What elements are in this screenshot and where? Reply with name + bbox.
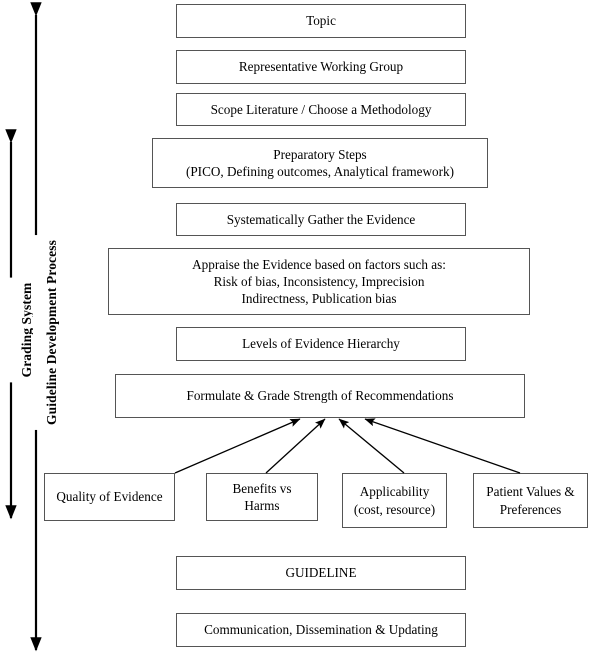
axis-label-gap — [8, 277, 14, 383]
box-label-line: Appraise the Evidence based on factors s… — [192, 256, 446, 272]
box-label-line: Levels of Evidence Hierarchy — [242, 336, 400, 352]
box-preparatory-steps: Preparatory Steps (PICO, Defining outcome… — [152, 138, 488, 188]
arrow-lines — [174, 418, 521, 474]
box-benefits-vs-harms: Benefits vs Harms — [206, 473, 318, 521]
box-label-line: Quality of Evidence — [56, 489, 163, 505]
box-label: Benefits vs Harms — [207, 480, 317, 514]
box-topic: Topic — [176, 4, 466, 38]
box-label: Scope Literature / Choose a Methodology — [177, 101, 465, 118]
box-label: Levels of Evidence Hierarchy — [177, 335, 465, 352]
box-label-line: Formulate & Grade Strength of Recommenda… — [186, 388, 454, 404]
box-label: Patient Values &Preferences — [474, 483, 587, 517]
box-label-line: Communication, Dissemination & Updating — [204, 622, 438, 638]
box-formulate-grade: Formulate & Grade Strength of Recommenda… — [115, 374, 525, 418]
box-levels-of-evidence: Levels of Evidence Hierarchy — [176, 327, 466, 361]
box-label: Appraise the Evidence based on factors s… — [109, 256, 529, 307]
axis-label-guideline-development-process: Guideline Development Process — [44, 240, 59, 425]
box-label-line: Harms — [244, 498, 280, 513]
box-label: Systematically Gather the Evidence — [177, 211, 465, 228]
box-label-line: (cost, resource) — [353, 501, 436, 517]
box-label: Representative Working Group — [177, 58, 465, 75]
box-label-line: Representative Working Group — [238, 59, 404, 75]
box-label: Formulate & Grade Strength of Recommenda… — [116, 387, 524, 404]
box-label-line: (PICO, Defining outcomes, Analytical fra… — [185, 164, 455, 179]
box-label: Communication, Dissemination & Updating — [177, 621, 465, 638]
box-scope-literature: Scope Literature / Choose a Methodology — [176, 93, 466, 126]
box-label-line: Topic — [306, 13, 336, 29]
box-applicability: Applicability(cost, resource) — [342, 473, 447, 528]
box-quality-of-evidence: Quality of Evidence — [44, 473, 175, 521]
box-patient-values: Patient Values &Preferences — [473, 473, 588, 528]
box-label: Quality of Evidence — [45, 488, 174, 505]
box-label-line: Indirectness, Publication bias — [241, 291, 397, 307]
box-label-line: Preparatory Steps — [273, 146, 367, 162]
box-label-line: Risk of bias, Inconsistency, Imprecision — [213, 273, 425, 289]
box-gather-evidence: Systematically Gather the Evidence — [176, 203, 466, 236]
arrow-quality-to-formulate — [174, 418, 301, 474]
box-label-line: Preferences — [499, 501, 562, 517]
box-label-line: Patient Values & — [486, 484, 575, 500]
arrow-benefits-to-formulate — [265, 418, 326, 474]
box-label: Topic — [177, 12, 465, 29]
arrow-values-to-formulate — [364, 418, 521, 474]
box-label-line: Benefits vs — [232, 480, 292, 496]
box-communication: Communication, Dissemination & Updating — [176, 613, 466, 647]
box-label-line: GUIDELINE — [285, 565, 357, 581]
box-label: Applicability(cost, resource) — [343, 483, 446, 517]
box-appraise-evidence: Appraise the Evidence based on factors s… — [108, 248, 530, 315]
box-label-line: Applicability — [359, 484, 430, 500]
axis-label-grading-system: Grading System — [19, 282, 34, 378]
box-guideline: GUIDELINE — [176, 556, 466, 590]
box-label: Preparatory Steps (PICO, Defining outcome… — [153, 146, 487, 180]
box-working-group: Representative Working Group — [176, 50, 466, 84]
box-label-line: Scope Literature / Choose a Methodology — [210, 101, 432, 117]
box-label-line: Systematically Gather the Evidence — [226, 211, 416, 227]
box-label: GUIDELINE — [177, 564, 465, 581]
arrow-applicability-to-formulate — [338, 418, 405, 474]
